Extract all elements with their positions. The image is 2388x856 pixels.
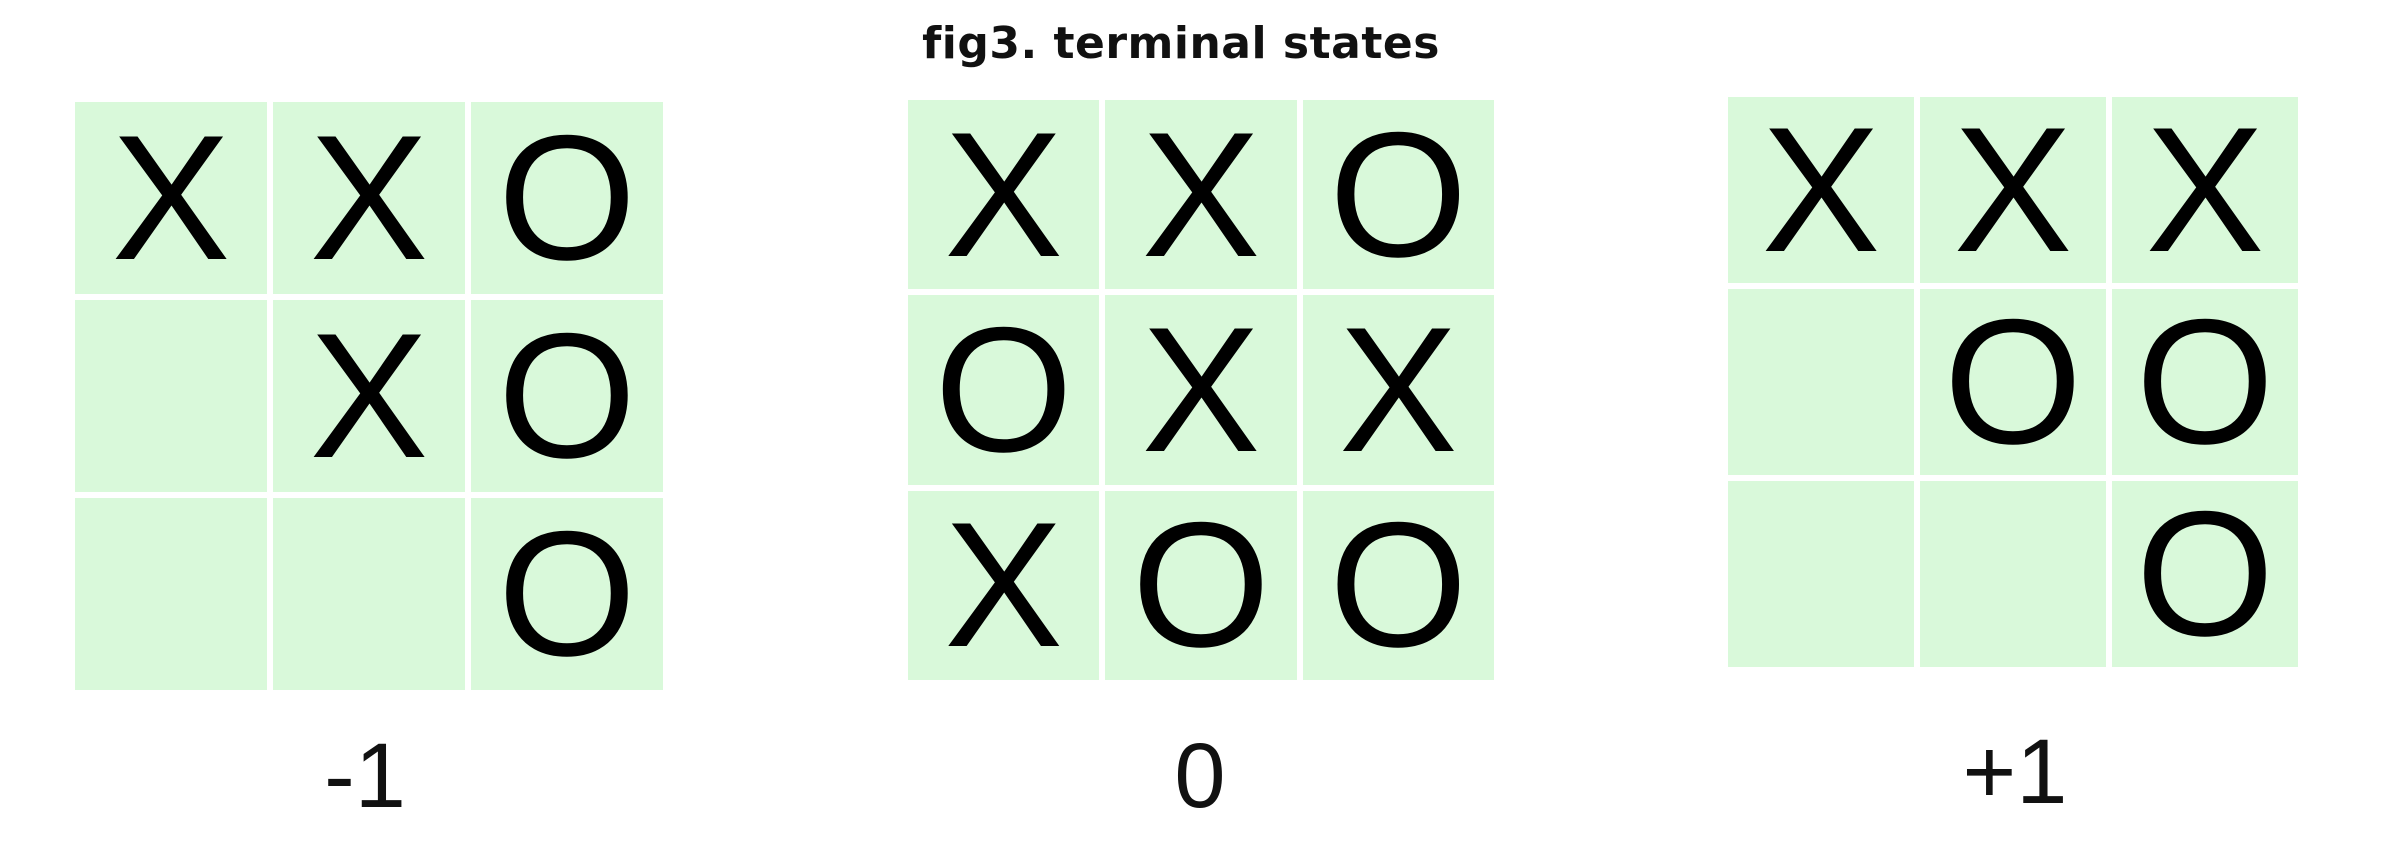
board-draw-cell-3: O [1302,100,1494,290]
board-loss-cell-6: O [471,300,663,492]
board-draw-score: 0 [1174,725,1226,827]
board-draw-cell-2: X [1105,100,1297,290]
board-loss-cell-2: X [273,102,465,294]
board-loss-cell-4 [75,300,267,492]
figure-title: fig3. terminal states [922,18,1440,69]
board-win-cell-6: O [2112,289,2298,475]
board-win-cell-9: O [2112,481,2298,667]
board-loss-cell-3: O [471,102,663,294]
board-win-score: +1 [1962,721,2068,823]
board-loss-cell-9: O [471,498,663,690]
board-loss-cell-8 [273,498,465,690]
board-win-cell-8 [1920,481,2106,667]
board-loss-cell-7 [75,498,267,690]
board-loss: X X O X O O [75,102,663,690]
board-loss-cell-5: X [273,300,465,492]
board-draw-cell-7: X [908,490,1100,680]
board-loss-cell-1: X [75,102,267,294]
board-draw-cell-1: X [908,100,1100,290]
board-win-cell-1: X [1728,97,1914,283]
board-win: X X X O O O [1728,97,2298,667]
board-draw-cell-9: O [1302,490,1494,680]
board-draw-cell-5: X [1105,295,1297,485]
board-win-cell-2: X [1920,97,2106,283]
board-win-cell-5: O [1920,289,2106,475]
board-win-cell-3: X [2112,97,2298,283]
board-draw-cell-8: O [1105,490,1297,680]
board-draw-cell-6: X [1302,295,1494,485]
board-loss-score: -1 [324,725,406,827]
board-draw: X X O O X X X O O [908,100,1494,680]
board-win-cell-4 [1728,289,1914,475]
board-draw-cell-4: O [908,295,1100,485]
board-win-cell-7 [1728,481,1914,667]
